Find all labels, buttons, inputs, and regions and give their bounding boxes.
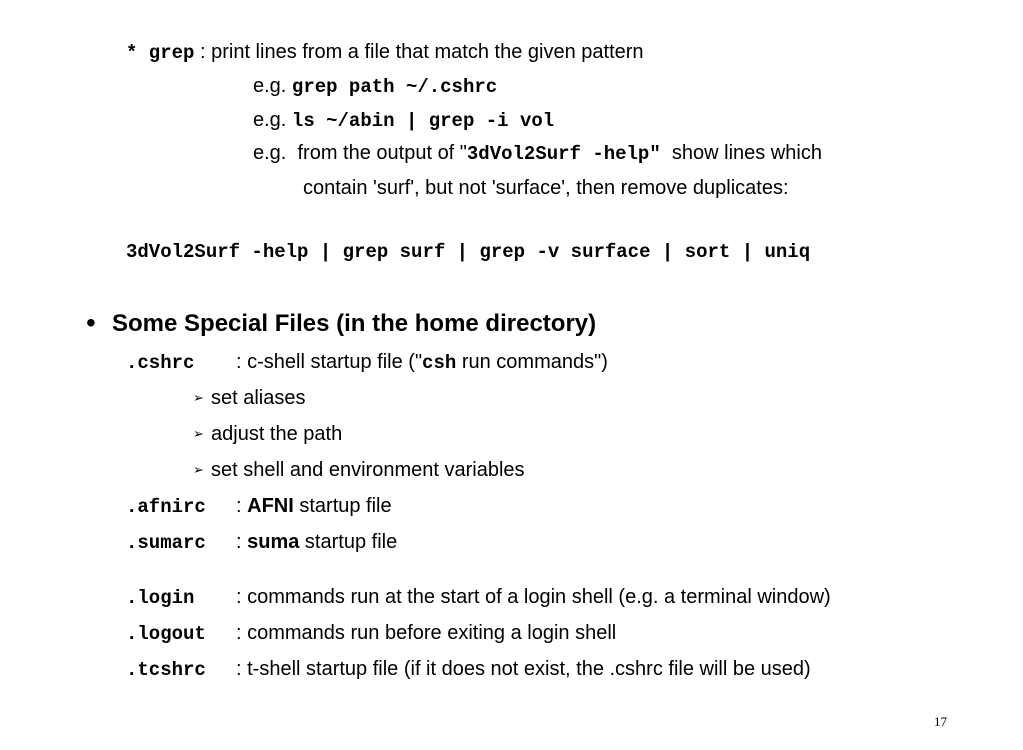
cshrc-desc-post: run commands") xyxy=(456,351,608,373)
grep-example-2: e.g. ls ~/abin | grep -i vol xyxy=(253,108,554,133)
eg-label: e.g. xyxy=(253,109,287,131)
login-line: .login : commands run at the start of a l… xyxy=(126,585,831,610)
login-desc: : commands run at the start of a login s… xyxy=(236,586,831,608)
grep-example-3-line2: contain 'surf', but not 'surface', then … xyxy=(303,177,789,199)
grep-pipeline-example: 3dVol2Surf -help | grep surf | grep -v s… xyxy=(126,241,811,263)
csh-code: csh xyxy=(422,352,457,374)
suma-label: suma xyxy=(247,531,300,553)
subitem-label: adjust the path xyxy=(211,423,343,445)
grep-description: : print lines from a file that match the… xyxy=(199,41,644,63)
section-heading: Some Special Files (in the home director… xyxy=(112,310,597,337)
grep-example-3-post: show lines which xyxy=(671,142,822,164)
grep-example-3-code: 3dVol2Surf -help" xyxy=(466,143,661,165)
eg-label: e.g. xyxy=(253,142,287,164)
sumarc-filename: .sumarc xyxy=(126,532,206,554)
cshrc-desc-pre: : c-shell startup file (" xyxy=(236,351,423,373)
afnirc-filename: .afnirc xyxy=(126,496,206,518)
arrow-icon: ➢ xyxy=(193,462,204,477)
grep-example-3: e.g. from the output of "3dVol2Surf -hel… xyxy=(253,141,822,166)
grep-example-3-pre: from the output of " xyxy=(297,142,467,164)
cshrc-subitem-2: ➢ adjust the path xyxy=(193,422,342,446)
logout-line: .logout : commands run before exiting a l… xyxy=(126,621,616,646)
eg-label: e.g. xyxy=(253,75,287,97)
arrow-icon: ➢ xyxy=(193,426,204,441)
afnirc-line: .afnirc: AFNI startup file xyxy=(126,494,392,519)
tcshrc-line: .tcshrc : t-shell startup file (if it doe… xyxy=(126,657,811,682)
grep-line: * grep : print lines from a file that ma… xyxy=(126,40,644,65)
grep-example-1-code: grep path ~/.cshrc xyxy=(291,76,498,98)
sumarc-sep: : xyxy=(236,531,248,553)
sumarc-line: .sumarc: suma startup file xyxy=(126,530,397,555)
tcshrc-desc: : t-shell startup file (if it does not e… xyxy=(236,658,811,680)
cshrc-subitem-1: ➢ set aliases xyxy=(193,386,306,410)
cshrc-filename: .cshrc xyxy=(126,352,195,374)
logout-desc: : commands run before exiting a login sh… xyxy=(236,622,617,644)
page-number: 17 xyxy=(934,714,947,729)
grep-example-1: e.g. grep path ~/.cshrc xyxy=(253,74,497,99)
tcshrc-filename: .tcshrc xyxy=(126,659,206,681)
bullet-icon: • xyxy=(86,307,96,338)
grep-example-2-code: ls ~/abin | grep -i vol xyxy=(291,110,555,132)
subitem-label: set aliases xyxy=(211,387,306,409)
cshrc-subitem-3: ➢ set shell and environment variables xyxy=(193,458,525,482)
afnirc-desc: startup file xyxy=(293,495,392,517)
login-filename: .login xyxy=(126,587,195,609)
sumarc-desc: startup file xyxy=(299,531,398,553)
afni-label: AFNI xyxy=(247,495,294,517)
logout-filename: .logout xyxy=(126,623,206,645)
afnirc-sep: : xyxy=(236,495,248,517)
cshrc-line: .cshrc : c-shell startup file ("csh run c… xyxy=(126,350,608,375)
subitem-label: set shell and environment variables xyxy=(211,459,525,481)
arrow-icon: ➢ xyxy=(193,390,204,405)
grep-command: * grep xyxy=(126,42,195,64)
